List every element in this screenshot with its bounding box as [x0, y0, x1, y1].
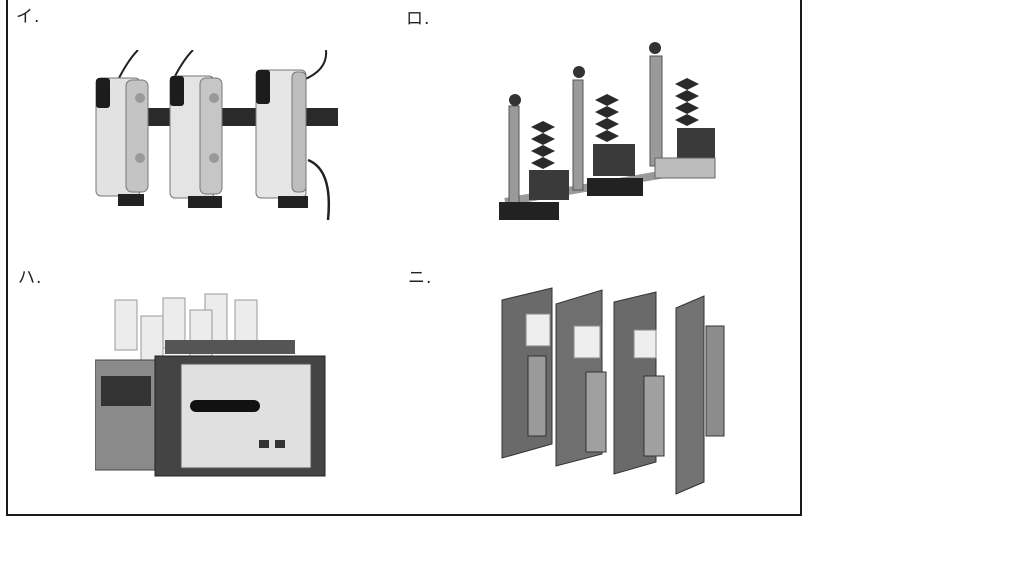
panel-label-ni: ニ.	[408, 268, 433, 288]
panel-label-i: イ.	[16, 7, 41, 27]
figure-ro-disconnect-switches	[495, 42, 735, 227]
question-frame	[6, 0, 802, 516]
panel-label-ha: ハ.	[18, 268, 43, 288]
figure-i-cutout-switches	[88, 50, 338, 220]
figure-ni-barrier-switch	[500, 286, 735, 496]
panel-label-ro: ロ.	[406, 9, 431, 29]
figure-ha-air-circuit-breaker	[95, 290, 335, 490]
